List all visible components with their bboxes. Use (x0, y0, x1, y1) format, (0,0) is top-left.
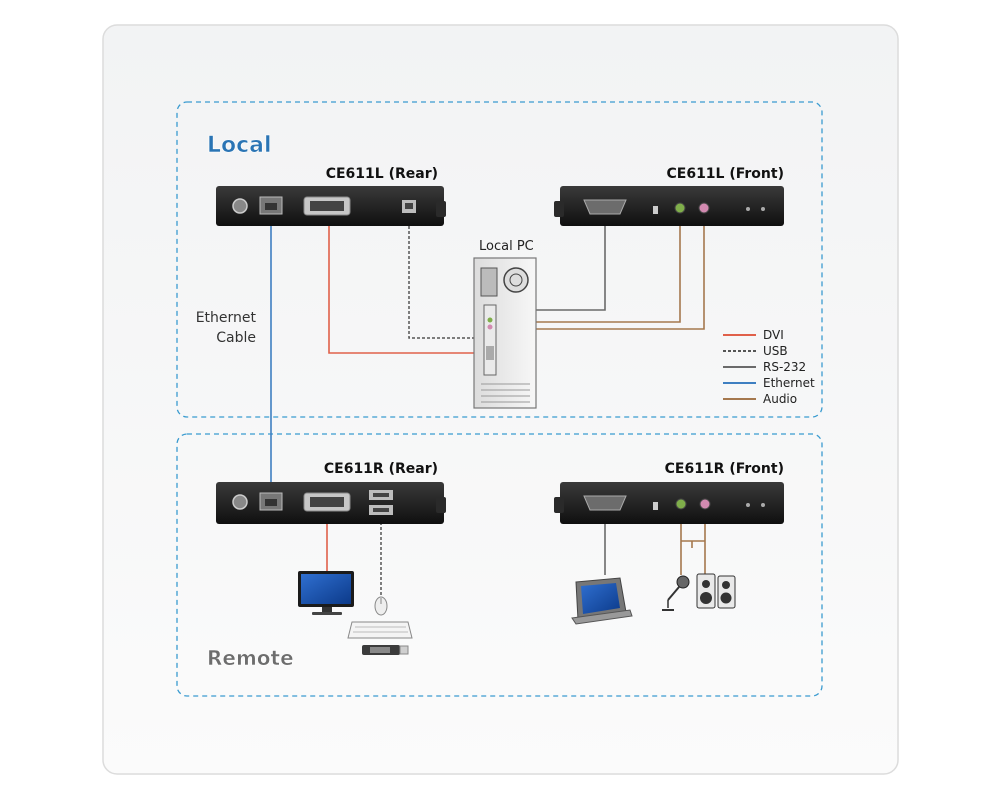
touchscreen-icon (571, 577, 633, 625)
local-pc-tower (473, 257, 537, 409)
ce611r-front-device (554, 482, 784, 524)
local-pc-label: Local PC (479, 239, 534, 254)
remote-front-label: CE611R (Front) (665, 461, 784, 477)
audio-cable-local-2 (494, 214, 705, 330)
audio-cable-local-1 (494, 214, 681, 323)
remote-zone (176, 433, 823, 697)
audio-cable-remote (680, 510, 706, 575)
remote-zone-title: Remote (207, 646, 294, 670)
ce611l-rear-device (216, 186, 446, 226)
ce611l-front-device (554, 186, 784, 226)
microphone-icon (662, 575, 690, 611)
mouse-icon (374, 596, 388, 616)
usb-drive-icon (362, 645, 409, 655)
ethernet-cable-label-line1: Ethernet (196, 310, 257, 326)
usb-cable-local (408, 226, 482, 339)
local-zone-title: Local (207, 133, 272, 158)
legend-label-usb: USB (763, 344, 788, 358)
legend-label-dvi: DVI (763, 328, 784, 342)
speakers-icon (696, 573, 736, 609)
legend-label-audio: Audio (763, 392, 797, 406)
legend-label-ethernet: Ethernet (763, 376, 815, 390)
monitor-icon (298, 571, 354, 615)
local-zone (176, 101, 823, 418)
local-rear-label: CE611L (Rear) (326, 166, 438, 182)
keyboard-icon (347, 621, 413, 639)
remote-rear-label: CE611R (Rear) (324, 461, 438, 477)
local-front-label: CE611L (Front) (666, 166, 784, 182)
dvi-cable-local (328, 224, 482, 354)
ethernet-cable-label-line2: Cable (216, 330, 256, 346)
legend-label-rs232: RS-232 (763, 360, 806, 374)
ce611r-rear-device (216, 482, 446, 524)
